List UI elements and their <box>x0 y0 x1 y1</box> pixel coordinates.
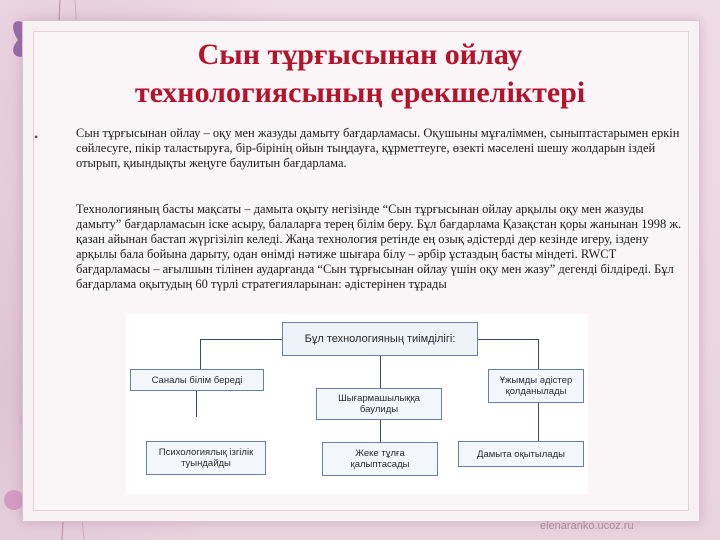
connector-line <box>478 339 538 340</box>
title-line-1: Сын тұрғысынан ойлау <box>197 38 523 71</box>
diagram-top-box: Бұл технологияның тиімділігі: <box>282 322 478 356</box>
diagram-box-row2: Дамыта оқытылады <box>458 441 584 467</box>
slide-title: Сын тұрғысынан ойлау технологиясының ере… <box>60 36 660 112</box>
title-line-2: технологиясының ерекшеліктері <box>134 76 586 109</box>
connector-line <box>538 339 539 369</box>
connector-line <box>380 356 381 388</box>
effectiveness-diagram: Бұл технологияның тиімділігі: Саналы біл… <box>126 314 588 494</box>
diagram-box-row2: Психологиялық ізгілік туындайды <box>146 441 266 475</box>
connector-line <box>380 420 381 442</box>
diagram-box-row1: Шығармашылыққа баулиды <box>316 388 442 420</box>
diagram-box-row1: Ұжымды әдістер қолданылады <box>488 369 584 403</box>
connector-line <box>196 391 197 417</box>
connector-line <box>200 339 282 340</box>
connector-line <box>200 339 201 369</box>
bullet-marker: • <box>34 130 39 144</box>
paragraph-definition: Сын тұрғысынан ойлау – оқу мен жазуды да… <box>76 126 680 170</box>
diagram-box-row1: Саналы білім береді <box>130 369 264 391</box>
diagram-box-row2: Жеке тұлға қалыптасады <box>322 442 438 476</box>
watermark: elenaranko.ucoz.ru <box>540 520 634 532</box>
connector-line <box>538 403 539 441</box>
paragraph-goal: Технологияның басты мақсаты – дамыта оқы… <box>76 202 682 291</box>
